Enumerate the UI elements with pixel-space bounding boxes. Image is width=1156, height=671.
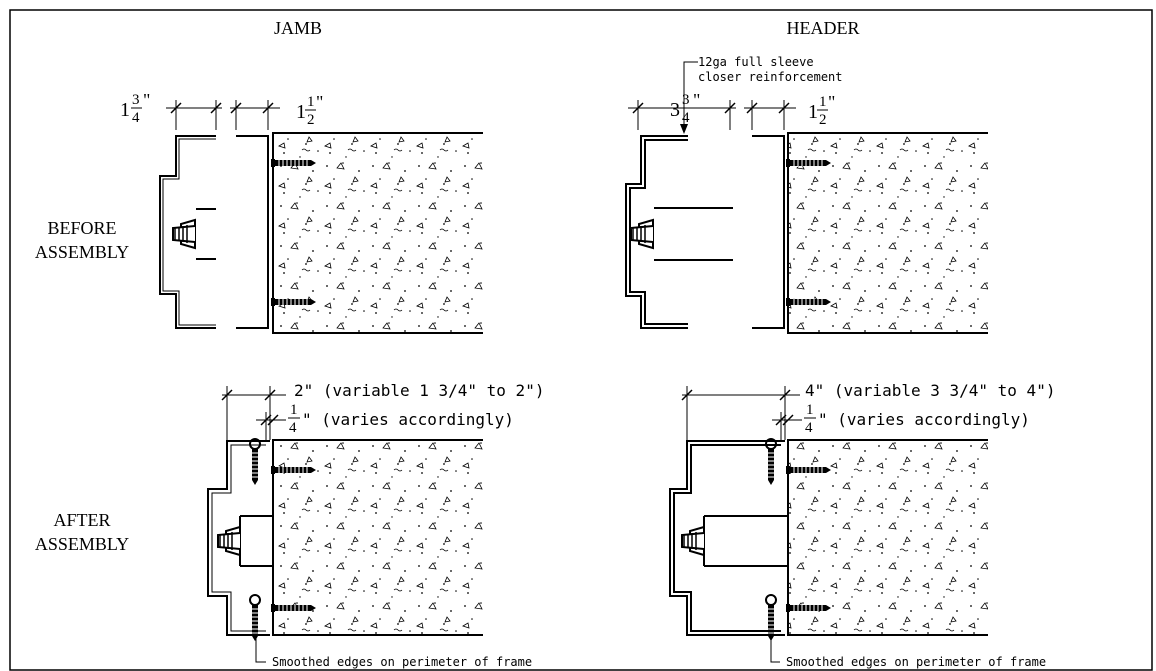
svg-text:": " xyxy=(143,90,150,110)
dimension-header-after-total: 4" (variable 3 3/4" to 4") xyxy=(805,381,1055,400)
svg-text:3: 3 xyxy=(682,92,690,108)
svg-text:" (varies accordingly): " (varies accordingly) xyxy=(302,410,514,429)
dimension-jamb-after-gap: 1 4 " (varies accordingly) xyxy=(288,402,514,436)
svg-text:3: 3 xyxy=(670,99,680,121)
svg-text:": " xyxy=(693,90,700,110)
row-title-after-line2: ASSEMBLY xyxy=(35,534,129,554)
svg-text:12ga full sleeve: 12ga full sleeve xyxy=(698,55,814,69)
dimension-jamb-return: 1 1 2 " xyxy=(296,92,323,128)
dimension-header-face: 3 3 4 " xyxy=(670,90,700,126)
frame-profile xyxy=(625,135,688,329)
svg-text:": " xyxy=(828,92,835,112)
svg-text:1: 1 xyxy=(296,101,306,123)
svg-text:4: 4 xyxy=(132,110,140,126)
row-title-before-line1: BEFORE xyxy=(47,218,116,238)
dimension-header-after-gap: 1 4 " (varies accordingly) xyxy=(804,402,1030,436)
svg-text:": " xyxy=(316,92,323,112)
svg-text:4: 4 xyxy=(682,110,690,126)
column-title-header: HEADER xyxy=(787,18,860,38)
dimension-jamb-after-total: 2" (variable 1 3/4" to 2") xyxy=(294,381,544,400)
svg-text:1: 1 xyxy=(819,94,827,110)
svg-text:4: 4 xyxy=(805,420,813,436)
svg-text:3: 3 xyxy=(132,92,140,108)
smoothed-edges-note-header: Smoothed edges on perimeter of frame xyxy=(786,655,1046,669)
frame-profile xyxy=(207,440,270,636)
drawing-border xyxy=(9,9,1153,671)
svg-text:1: 1 xyxy=(120,99,130,121)
dimension-header-return: 1 1 2 " xyxy=(808,92,835,128)
dimension-jamb-face: 1 3 4 " xyxy=(120,90,150,126)
row-title-after-line1: AFTER xyxy=(53,510,110,530)
smoothed-edges-note-jamb: Smoothed edges on perimeter of frame xyxy=(272,655,532,669)
svg-text:closer reinforcement: closer reinforcement xyxy=(698,70,843,84)
reinforcement-note: 12ga full sleeve closer reinforcement xyxy=(698,55,843,84)
row-title-before-line2: ASSEMBLY xyxy=(35,242,129,262)
header-after-detail xyxy=(669,386,988,663)
svg-text:" (varies accordingly): " (varies accordingly) xyxy=(818,410,1030,429)
svg-text:2: 2 xyxy=(819,112,827,128)
frame-profile xyxy=(669,440,785,636)
jamb-before-detail xyxy=(159,100,483,334)
svg-text:1: 1 xyxy=(806,402,814,418)
header-before-detail xyxy=(625,61,988,334)
svg-text:1: 1 xyxy=(290,402,298,418)
svg-text:4: 4 xyxy=(289,420,297,436)
frame-profile xyxy=(159,135,216,329)
jamb-after-detail xyxy=(207,386,483,663)
column-title-jamb: JAMB xyxy=(274,18,322,38)
svg-text:2: 2 xyxy=(307,112,315,128)
svg-text:1: 1 xyxy=(307,94,315,110)
svg-text:1: 1 xyxy=(808,101,818,123)
